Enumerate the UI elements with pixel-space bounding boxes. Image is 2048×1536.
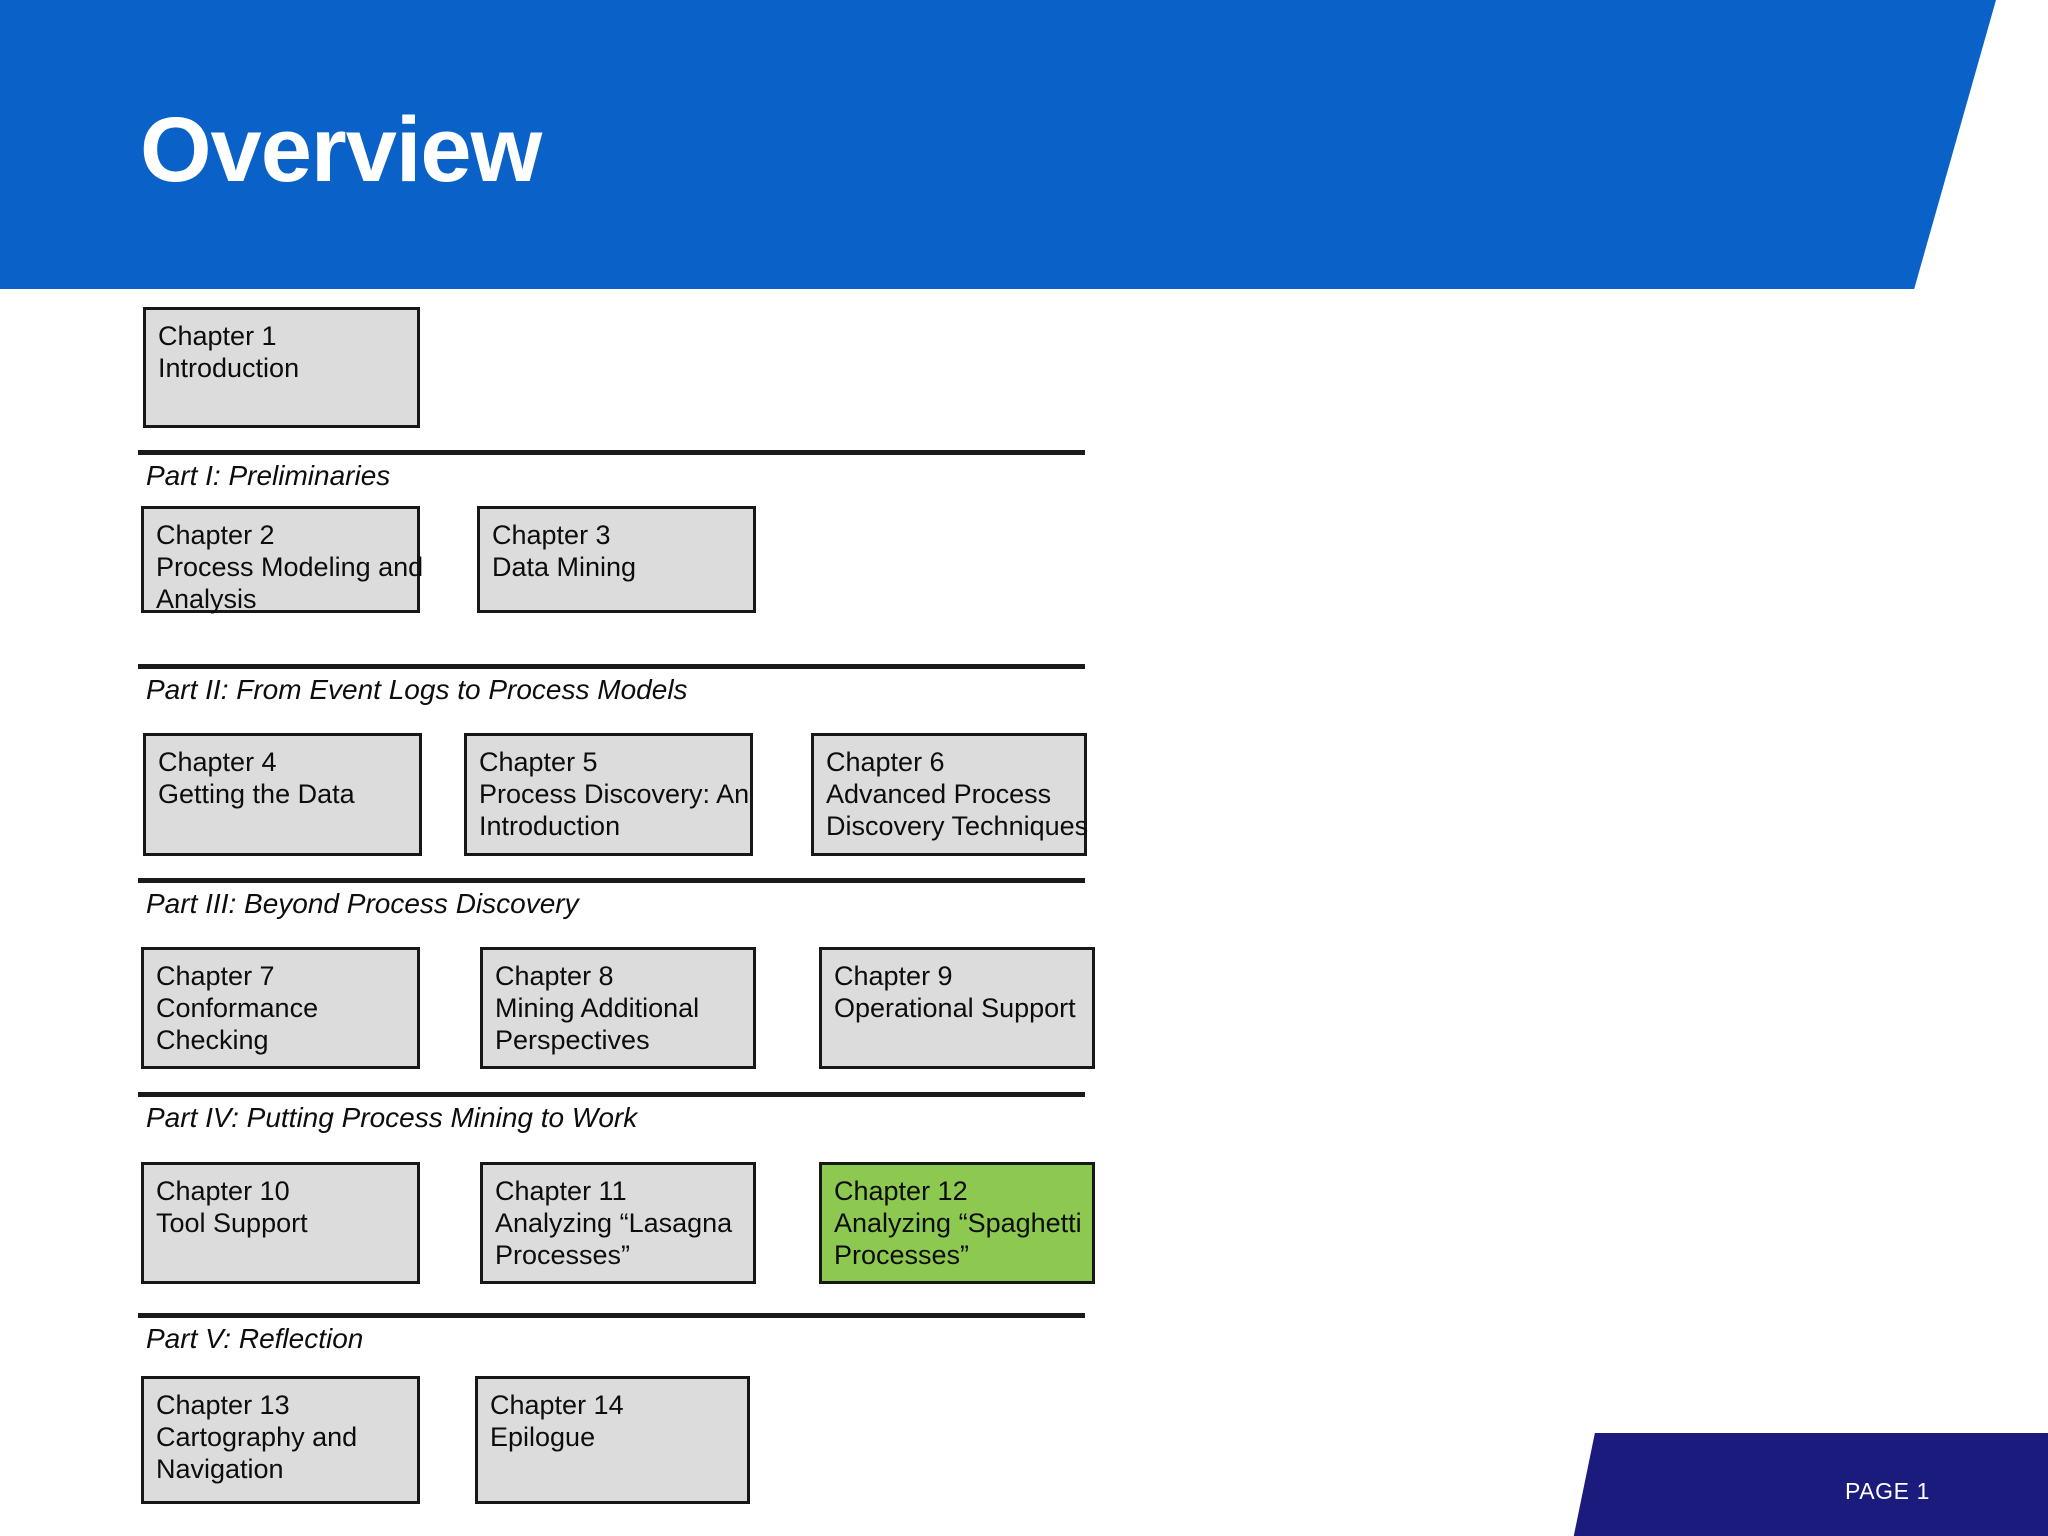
chapter-box-line-1: Chapter 13 — [156, 1390, 290, 1420]
part-label-3: Part III: Beyond Process Discovery — [146, 888, 579, 919]
chapter-box-8[interactable]: Chapter 8 Mining Additional Perspectives — [480, 947, 756, 1069]
chapter-box-line-2: Cartography and — [156, 1422, 358, 1452]
chapter-box-2[interactable]: Chapter 2 Process Modeling and Analysis — [141, 506, 424, 614]
part-rule-2 — [138, 664, 1085, 669]
chapter-box-line-1: Chapter 5 — [479, 747, 598, 777]
chapter-box-line-1: Chapter 10 — [156, 1176, 290, 1206]
chapter-box-14[interactable]: Chapter 14 Epilogue — [475, 1376, 750, 1504]
part-rule-5 — [138, 1313, 1085, 1318]
page-number-label: PAGE 1 — [1845, 1478, 1930, 1504]
chapter-box-line-1: Chapter 4 — [158, 747, 277, 777]
chapter-box-line-1: Chapter 6 — [826, 747, 945, 777]
chapter-box-line-2: Tool Support — [156, 1208, 308, 1238]
chapter-box-9[interactable]: Chapter 9 Operational Support — [819, 947, 1095, 1069]
chapter-box-line-1: Chapter 1 — [158, 321, 277, 351]
chapter-box-line-2: Conformance — [156, 993, 319, 1023]
chapter-box-12[interactable]: Chapter 12 Analyzing “Spaghetti Processe… — [819, 1162, 1095, 1284]
chapter-box-line-3: Checking — [156, 1025, 269, 1055]
chapter-box-line-1: Chapter 11 — [495, 1176, 627, 1206]
chapter-box-line-1: Chapter 2 — [156, 520, 275, 550]
chapter-box-7[interactable]: Chapter 7 Conformance Checking — [141, 947, 420, 1069]
chapter-box-line-2: Getting the Data — [158, 779, 355, 809]
chapter-box-line-2: Analyzing “Lasagna — [495, 1208, 733, 1238]
chapter-box-line-1: Chapter 9 — [834, 961, 953, 991]
chapter-box-line-2: Epilogue — [490, 1422, 596, 1452]
chapter-box-line-2: Operational Support — [834, 993, 1076, 1023]
chapter-box-line-3: Processes” — [495, 1240, 631, 1270]
chapter-box-line-1: Chapter 12 — [834, 1176, 968, 1206]
header-banner — [0, 0, 1996, 289]
chapter-box-line-3: Processes” — [834, 1240, 970, 1270]
chapter-box-line-3: Perspectives — [495, 1025, 650, 1055]
chapter-box-1[interactable]: Chapter 1 Introduction — [143, 307, 420, 428]
page-title: Overview — [140, 99, 542, 201]
part-label-5: Part V: Reflection — [146, 1323, 364, 1354]
part-rule-3 — [138, 878, 1085, 883]
chapter-box-line-2: Process Modeling and — [156, 552, 424, 582]
chapter-box-line-2: Advanced Process — [826, 779, 1052, 809]
chapter-box-line-1: Chapter 14 — [490, 1390, 624, 1420]
chapter-box-line-3: Introduction — [479, 811, 621, 841]
chapter-box-line-2: Introduction — [158, 353, 300, 383]
chapter-box-line-2: Process Discovery: An — [479, 779, 750, 809]
chapter-box-line-1: Chapter 8 — [495, 961, 614, 991]
part-rule-1 — [138, 450, 1085, 455]
chapter-box-6[interactable]: Chapter 6 Advanced Process Discovery Tec… — [811, 733, 1089, 856]
chapter-box-4[interactable]: Chapter 4 Getting the Data — [143, 733, 422, 856]
chapter-box-5[interactable]: Chapter 5 Process Discovery: An Introduc… — [464, 733, 753, 856]
part-label-4: Part IV: Putting Process Mining to Work — [146, 1102, 638, 1133]
chapter-box-line-3: Navigation — [156, 1454, 284, 1484]
chapter-box-line-2: Analyzing “Spaghetti — [834, 1208, 1082, 1238]
part-label-1: Part I: Preliminaries — [146, 460, 391, 491]
part-rule-4 — [138, 1092, 1085, 1097]
chapter-box-line-3: Discovery Techniques — [826, 811, 1089, 841]
chapter-box-line-1: Chapter 3 — [492, 520, 611, 550]
part-label-2: Part II: From Event Logs to Process Mode… — [146, 674, 688, 705]
chapter-box-3[interactable]: Chapter 3 Data Mining — [477, 506, 756, 613]
chapter-box-13[interactable]: Chapter 13 Cartography and Navigation — [141, 1376, 420, 1504]
chapter-box-line-2: Data Mining — [492, 552, 637, 582]
page-footer-banner — [1573, 1433, 2048, 1536]
chapter-box-10[interactable]: Chapter 10 Tool Support — [141, 1162, 420, 1284]
chapter-box-line-2: Mining Additional — [495, 993, 700, 1023]
chapter-box-11[interactable]: Chapter 11 Analyzing “Lasagna Processes” — [480, 1162, 756, 1284]
chapter-box-line-3: Analysis — [156, 584, 257, 614]
chapter-box-line-1: Chapter 7 — [156, 961, 275, 991]
